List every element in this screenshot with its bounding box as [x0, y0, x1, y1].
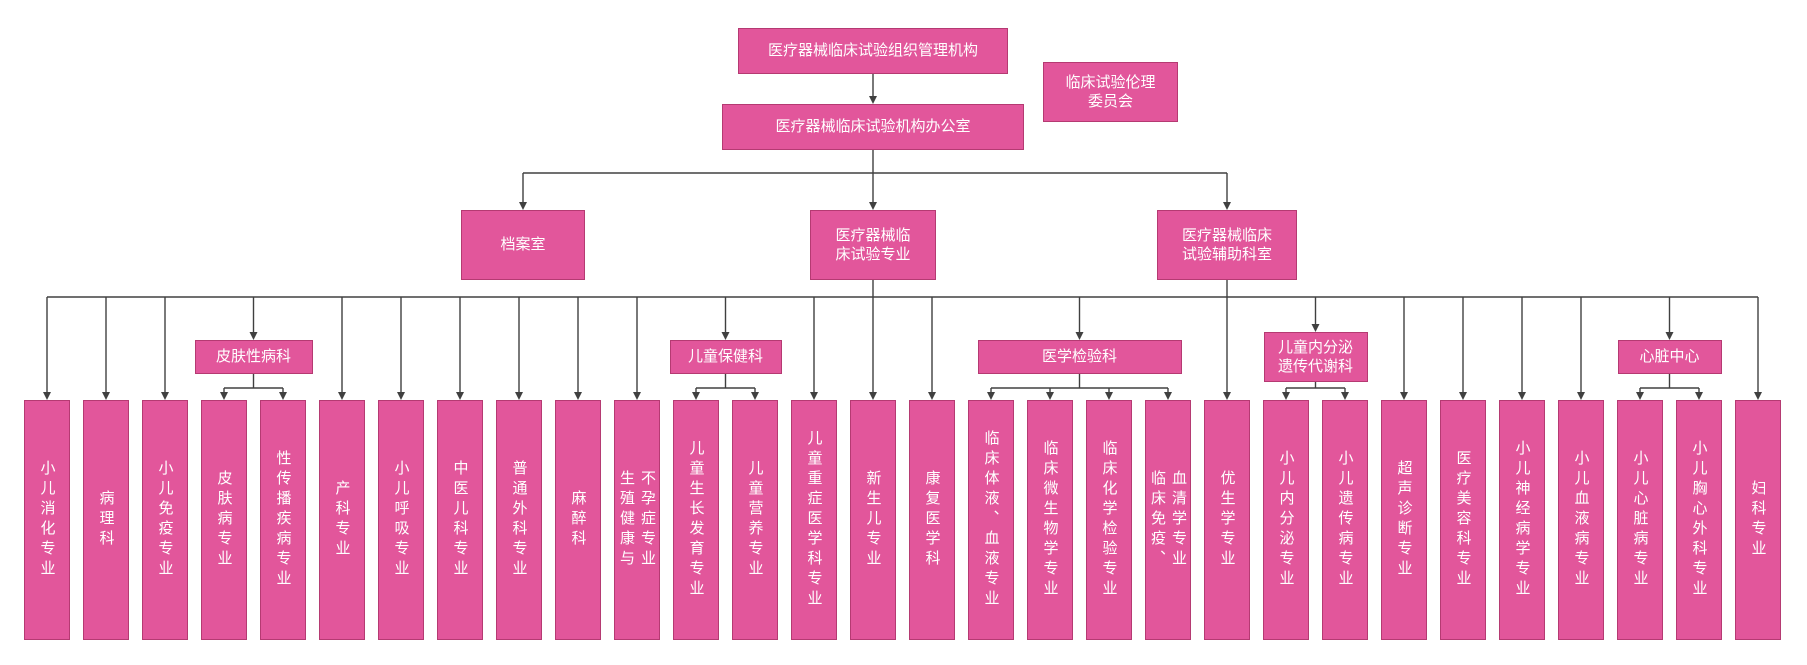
group-node-dermatology: 皮肤性病科 — [194, 340, 313, 374]
leaf-node: 临床免疫、血清学专业 — [1145, 400, 1191, 640]
leaf-node: 性传播疾病专业 — [260, 400, 306, 640]
leaf-label: 超声诊断专业 — [1395, 460, 1414, 580]
leaf-label: 麻醉科 — [569, 490, 588, 550]
leaf-label: 小儿胸心外科专业 — [1690, 440, 1709, 600]
leaf-node: 新生儿专业 — [850, 400, 896, 640]
node-root: 医疗器械临床试验组织管理机构 — [738, 28, 1008, 74]
leaf-node: 小儿免疫专业 — [142, 400, 188, 640]
leaf-node: 小儿血液病专业 — [1558, 400, 1604, 640]
leaf-label: 小儿免疫专业 — [156, 460, 175, 580]
leaf-label: 中医儿科专业 — [451, 460, 470, 580]
node-office: 医疗器械临床试验机构办公室 — [722, 104, 1024, 150]
leaf-node: 普通外科专业 — [496, 400, 542, 640]
leaf-node: 儿童营养专业 — [732, 400, 778, 640]
leaf-label: 临床化学检验专业 — [1100, 440, 1119, 600]
leaf-node: 超声诊断专业 — [1381, 400, 1427, 640]
leaf-label: 儿童生长发育专业 — [687, 440, 706, 600]
leaf-label: 小儿消化专业 — [38, 460, 57, 580]
leaf-node: 中医儿科专业 — [437, 400, 483, 640]
leaf-label: 小儿心脏病专业 — [1631, 450, 1650, 590]
leaf-node: 小儿消化专业 — [24, 400, 70, 640]
leaf-label: 小儿内分泌专业 — [1277, 450, 1296, 590]
leaf-node: 临床微生物学专业 — [1027, 400, 1073, 640]
leaf-node: 产科专业 — [319, 400, 365, 640]
leaf-node: 康复医学科 — [909, 400, 955, 640]
leaf-label: 临床体液、血液专业 — [982, 430, 1001, 610]
leaf-node: 小儿内分泌专业 — [1263, 400, 1309, 640]
leaf-label: 儿童重症医学科专业 — [805, 430, 824, 610]
leaf-label: 小儿神经病学专业 — [1513, 440, 1532, 600]
leaf-node: 优生学专业 — [1204, 400, 1250, 640]
leaf-label: 新生儿专业 — [864, 470, 883, 570]
leaf-label: 小儿遗传病专业 — [1336, 450, 1355, 590]
group-node-medical-lab: 医学检验科 — [977, 340, 1182, 374]
leaf-node: 儿童生长发育专业 — [673, 400, 719, 640]
leaf-node: 医疗美容科专业 — [1440, 400, 1486, 640]
leaf-node: 病理科 — [83, 400, 129, 640]
node-ethics-committee: 临床试验伦理委员会 — [1043, 62, 1178, 122]
leaf-label: 康复医学科 — [923, 470, 942, 570]
leaf-node: 小儿胸心外科专业 — [1676, 400, 1722, 640]
leaf-label: 皮肤病专业 — [215, 470, 234, 570]
leaf-label: 妇科专业 — [1749, 480, 1768, 560]
leaf-node: 妇科专业 — [1735, 400, 1781, 640]
leaf-label: 临床微生物学专业 — [1041, 440, 1060, 600]
leaf-node: 临床体液、血液专业 — [968, 400, 1014, 640]
leaf-label: 生殖健康与不孕症专业 — [618, 470, 657, 570]
leaf-label: 小儿呼吸专业 — [392, 460, 411, 580]
leaf-node: 小儿遗传病专业 — [1322, 400, 1368, 640]
leaf-label: 医疗美容科专业 — [1454, 450, 1473, 590]
leaf-label: 儿童营养专业 — [746, 460, 765, 580]
leaf-label: 普通外科专业 — [510, 460, 529, 580]
leaf-node: 小儿心脏病专业 — [1617, 400, 1663, 640]
leaf-node: 儿童重症医学科专业 — [791, 400, 837, 640]
leaf-label: 小儿血液病专业 — [1572, 450, 1591, 590]
leaf-label: 病理科 — [97, 490, 116, 550]
leaf-label: 性传播疾病专业 — [274, 450, 293, 590]
node-archive-room: 档案室 — [461, 210, 585, 280]
group-node-heart-center: 心脏中心 — [1617, 340, 1722, 374]
node-auxiliary-dept: 医疗器械临床试验辅助科室 — [1157, 210, 1297, 280]
leaf-node: 小儿呼吸专业 — [378, 400, 424, 640]
group-node-child-healthcare: 儿童保健科 — [669, 340, 782, 374]
node-trial-specialty-dept: 医疗器械临床试验专业 — [810, 210, 936, 280]
leaf-node: 皮肤病专业 — [201, 400, 247, 640]
leaf-label: 产科专业 — [333, 480, 352, 560]
group-node-endocrine-genetics: 儿童内分泌遗传代谢科 — [1263, 332, 1368, 382]
leaf-node: 临床化学检验专业 — [1086, 400, 1132, 640]
leaf-label: 优生学专业 — [1218, 470, 1237, 570]
leaf-node: 小儿神经病学专业 — [1499, 400, 1545, 640]
leaf-node: 生殖健康与不孕症专业 — [614, 400, 660, 640]
leaf-node: 麻醉科 — [555, 400, 601, 640]
leaf-label: 临床免疫、血清学专业 — [1149, 470, 1188, 570]
